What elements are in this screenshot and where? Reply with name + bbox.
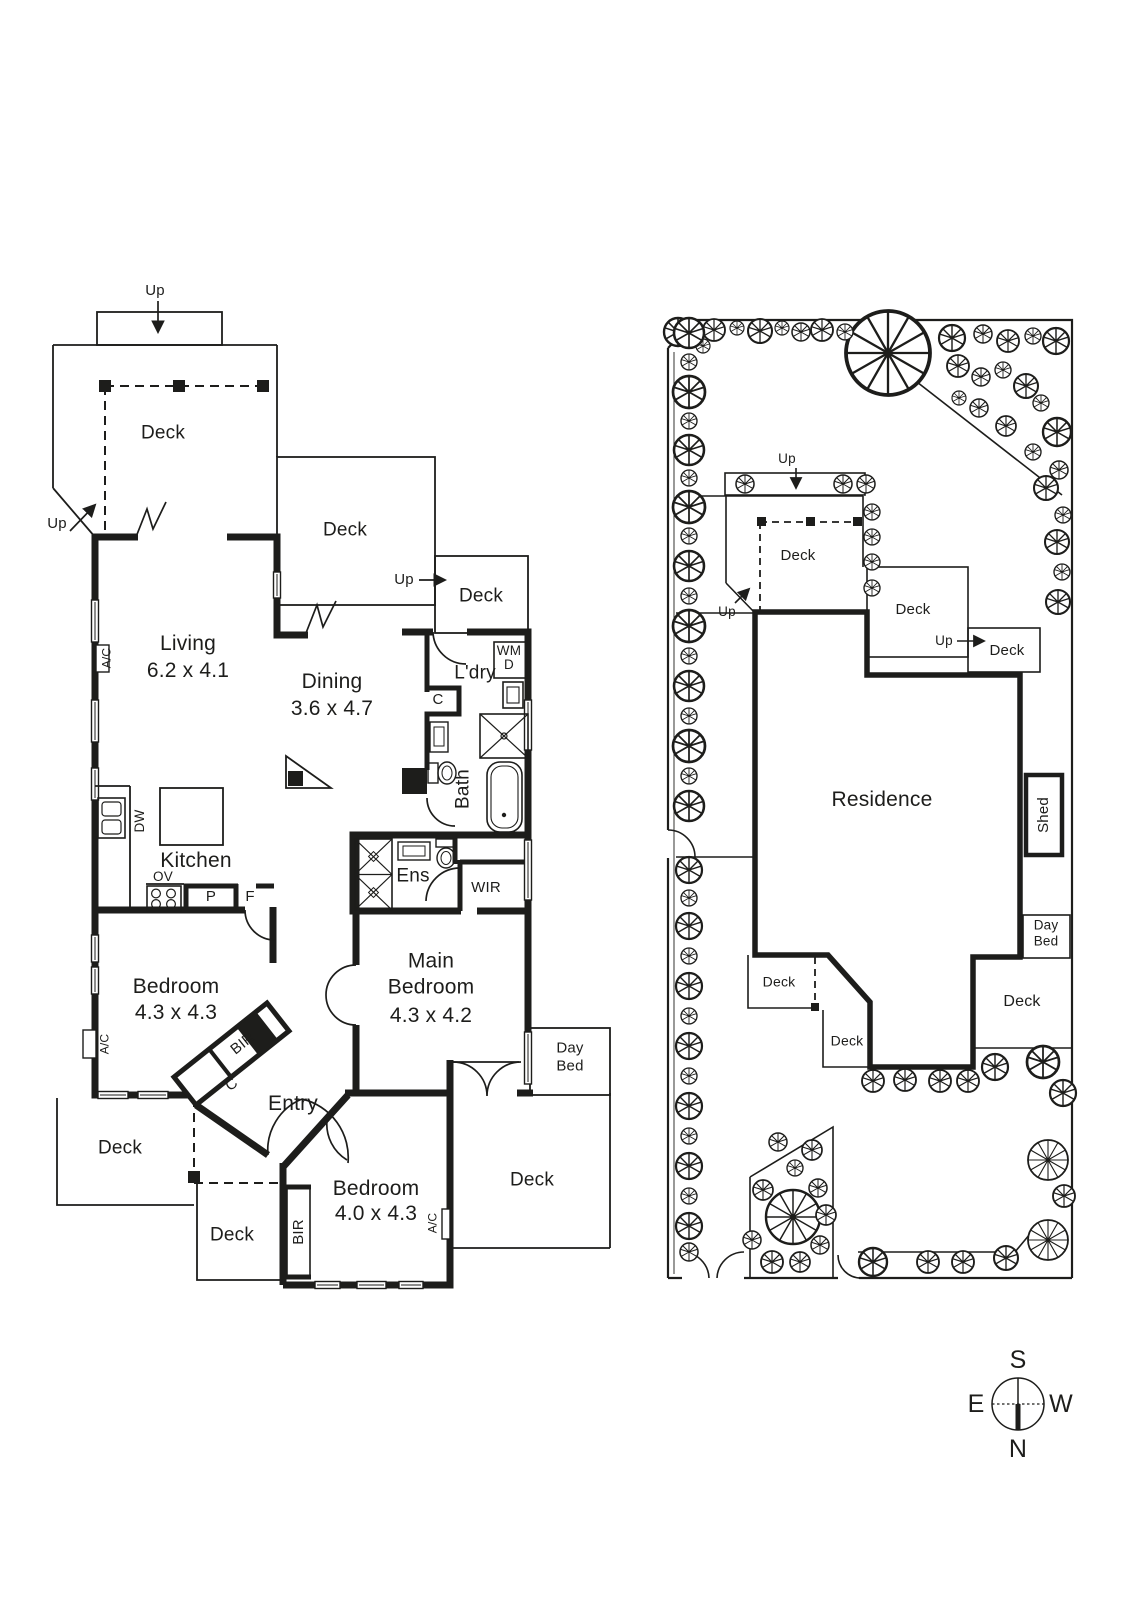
kitchen-name: Kitchen [160, 849, 232, 873]
deck-label-right-bottom: Deck [509, 1169, 555, 1191]
site-up-label-step: Up [778, 450, 796, 466]
deck-dashed-lines [104, 385, 283, 1184]
deck-label-main: Deck [140, 422, 186, 444]
fridge-label: F [245, 887, 255, 905]
deck-label-left: Deck [97, 1137, 143, 1159]
ac-units [82, 644, 451, 1240]
dryer-label: D [504, 656, 514, 672]
ac-label-bedroom2: A/C [425, 1212, 440, 1234]
bath-shower [479, 713, 529, 759]
bir-angled-robe [170, 999, 293, 1109]
ac-unit-living [95, 644, 110, 673]
ensuite-name: Ens [396, 865, 430, 887]
site-day-bed-label: Day Bed [1033, 917, 1059, 949]
site-up-arrows [734, 468, 986, 648]
dining-dims: 3.6 x 4.7 [290, 697, 374, 721]
dishwasher-label: DW [131, 809, 147, 833]
site-deck-label-bottom-left-2: Deck [830, 1032, 864, 1049]
bir-label-bedroom2: BIR [289, 1219, 307, 1245]
site-up-label-right: Up [935, 632, 953, 648]
ac-unit-bedroom1 [82, 1029, 97, 1059]
deck-middle [276, 456, 436, 606]
main-bedroom-name: Main Bedroom [387, 949, 475, 998]
site-deck-label-right: Deck [989, 641, 1025, 659]
shed-outline [1023, 772, 1065, 858]
compass-rose [991, 1377, 1045, 1431]
kitchen-island [159, 787, 224, 846]
door-arcs [244, 631, 522, 1164]
site-plan [662, 309, 1078, 1280]
washing-machine-label: WM [496, 642, 522, 658]
bathtub [486, 761, 523, 833]
oven-label: OV [153, 868, 173, 884]
deck-bottom-mid-outline [196, 1183, 283, 1281]
ac-label-living: A/C [99, 647, 114, 669]
ens-toilet [435, 838, 457, 869]
wir-name: WIR [471, 878, 501, 896]
compass-south: S [1009, 1345, 1027, 1374]
fireplace [285, 754, 334, 789]
site-deck-label-middle: Deck [895, 600, 931, 618]
bedroom2-dims: 4.0 x 4.3 [334, 1202, 418, 1226]
entry-name: Entry [267, 1092, 319, 1116]
deck-label-middle: Deck [322, 519, 368, 541]
up-label-side: Up [47, 514, 67, 532]
residence-label: Residence [831, 788, 933, 812]
deck-label-bottom-mid: Deck [209, 1224, 255, 1246]
gate-arcs [667, 829, 862, 1279]
compass-north: N [1008, 1434, 1028, 1463]
deck-label-right-top: Deck [458, 585, 504, 607]
site-up-label-side: Up [718, 603, 736, 619]
bedroom2-name: Bedroom [332, 1177, 420, 1201]
stove [146, 885, 182, 912]
laundry-trough [502, 681, 524, 709]
porch-step [96, 311, 223, 346]
mini-day-bed [1022, 914, 1071, 959]
cupboard-label-1: C [432, 690, 444, 708]
laundry-name: L'dry [454, 662, 496, 684]
shed-label: Shed [1034, 797, 1052, 833]
ac-label-bedroom1: A/C [97, 1033, 112, 1055]
site-deck-label-bottom-right: Deck [1003, 993, 1041, 1011]
bedroom1-name: Bedroom [132, 975, 220, 999]
opening-break-symbols [135, 501, 337, 634]
bedroom1-dims: 4.3 x 4.3 [134, 1001, 218, 1025]
bath-toilet [427, 761, 457, 785]
living-name: Living [159, 632, 217, 656]
dining-name: Dining [301, 670, 363, 694]
mini-deck-right [967, 627, 1041, 673]
pantry-label: P [205, 887, 217, 905]
bath-vanity [429, 721, 449, 753]
up-label-porch: Up [145, 281, 165, 299]
deck-right-outline [453, 1093, 611, 1249]
main-bedroom-dims: 4.3 x 4.2 [389, 1004, 473, 1028]
ens-shower [354, 838, 393, 911]
living-dims: 6.2 x 4.1 [146, 659, 230, 683]
ens-vanity [397, 841, 431, 861]
kitchen-sink [97, 797, 126, 839]
washer-dryer [493, 641, 528, 679]
kitchen-fixtures [95, 785, 224, 912]
up-arrows [69, 301, 448, 587]
bath-name: Bath [452, 769, 474, 809]
up-label-deck-right: Up [394, 570, 414, 588]
chimney [402, 768, 427, 794]
mini-deck-posts [757, 517, 862, 1011]
compass-east: E [967, 1389, 985, 1418]
deck-left-outline [56, 1098, 194, 1206]
exterior-walls [91, 533, 533, 1289]
wet-area-fixtures [286, 641, 529, 1278]
residence-outline [752, 609, 1023, 1070]
compass-west: W [1049, 1389, 1073, 1418]
site-deck-label-bottom-left-1: Deck [762, 973, 796, 990]
site-deck-label-main: Deck [780, 546, 816, 564]
ac-unit-bedroom2 [441, 1208, 451, 1240]
day-bed-label: Day Bed [556, 1039, 584, 1075]
deck-posts [99, 380, 269, 1183]
bir-bedroom2-box [286, 1186, 311, 1278]
floor-plan [52, 301, 611, 1290]
